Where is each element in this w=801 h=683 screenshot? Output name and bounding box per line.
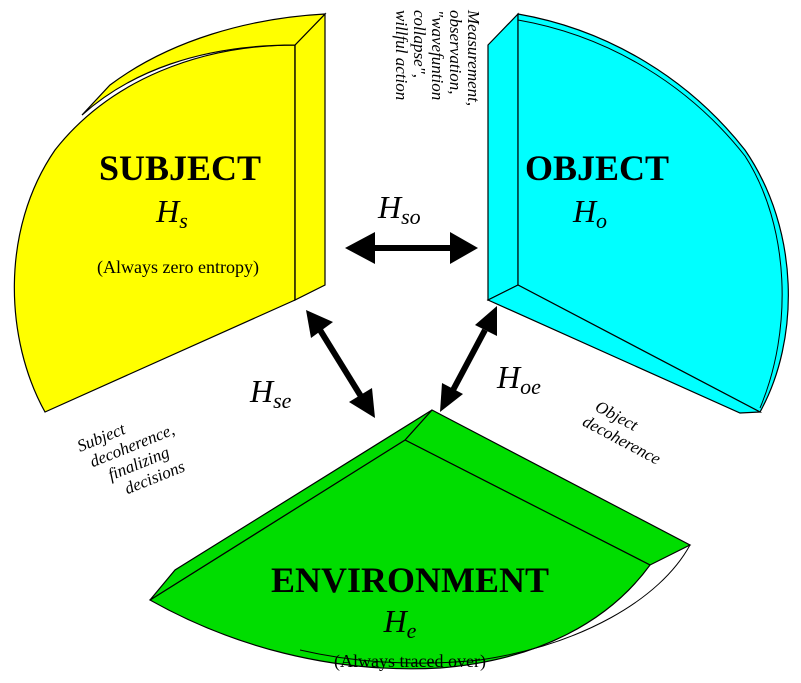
subject-note: (Always zero entropy) — [97, 257, 259, 278]
subject-side-face — [294, 12, 326, 301]
subject-front-face — [13, 44, 296, 413]
object-wedge — [486, 12, 789, 414]
measurement-line-3: "wavefuntion — [428, 10, 447, 100]
object-hamiltonian: Ho — [572, 193, 607, 233]
environment-note: (Always traced over) — [334, 651, 486, 672]
subject-hamiltonian: Hs — [155, 193, 188, 233]
object-decoherence-annotation: Object decoherence — [580, 397, 665, 469]
environment-front-face — [148, 439, 651, 670]
measurement-line-1: Measurement, — [464, 9, 483, 106]
object-side-face — [487, 12, 519, 301]
measurement-annotation: Measurement, observation, "wavefuntion c… — [392, 9, 483, 106]
subject-decoherence-annotation: Subject decoherence, finalizing decision… — [74, 419, 187, 498]
measurement-line-5: willful action — [392, 10, 411, 100]
arrow-se — [306, 310, 375, 418]
subject-top-edge — [81, 13, 327, 116]
hse-label: Hse — [249, 373, 292, 413]
environment-side-face — [149, 409, 433, 601]
arrow-so — [345, 232, 478, 264]
object-title: OBJECT — [525, 148, 669, 188]
environment-hamiltonian: He — [383, 603, 417, 643]
hoe-label: Hoe — [496, 359, 541, 399]
object-bottom-edge — [486, 284, 763, 414]
interaction-arrows — [306, 232, 497, 418]
environment-title: ENVIRONMENT — [271, 560, 549, 600]
object-front-face — [517, 13, 789, 413]
subject-title: SUBJECT — [99, 148, 261, 188]
arrow-oe — [440, 306, 497, 412]
hso-label: Hso — [377, 189, 421, 229]
measurement-line-2: observation, — [446, 10, 465, 95]
environment-wedge — [148, 409, 692, 670]
subject-wedge — [13, 12, 327, 413]
measurement-line-4: collapse", — [410, 10, 429, 78]
